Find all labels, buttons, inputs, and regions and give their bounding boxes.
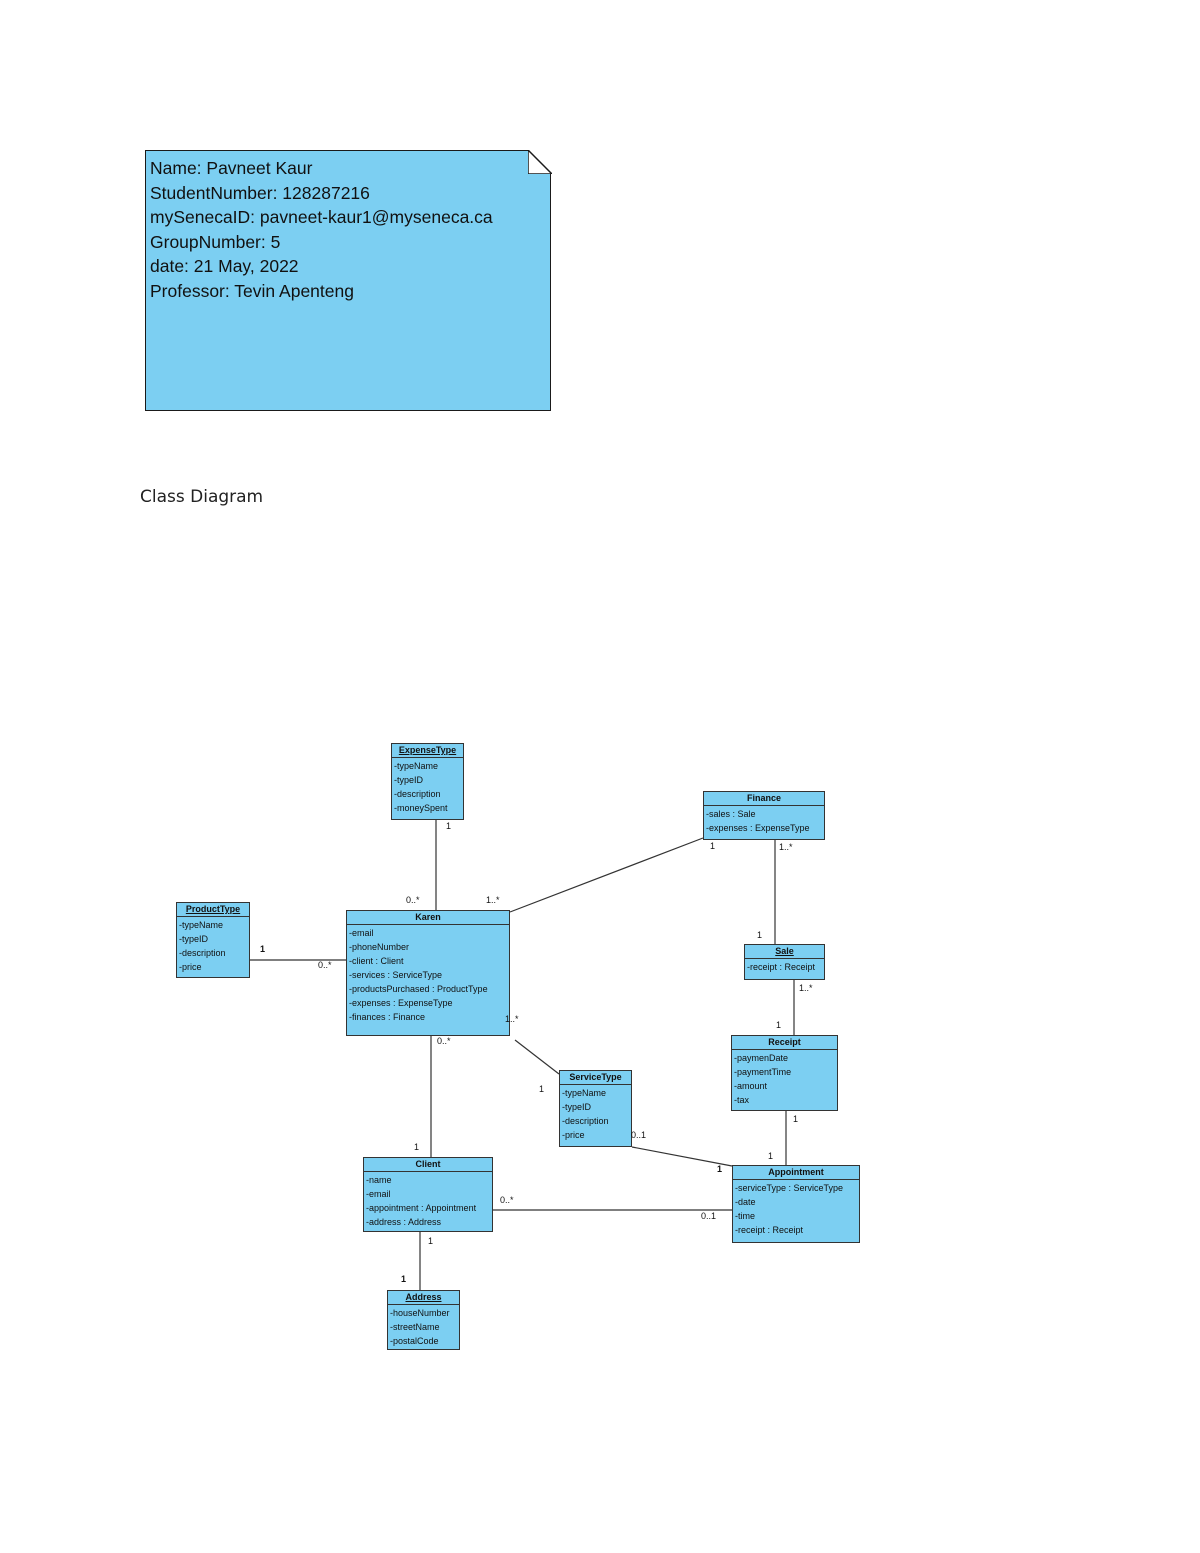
attribute: -tax — [734, 1095, 750, 1105]
multiplicity-label: 1 — [414, 1142, 420, 1152]
class-expense-type[interactable]: ExpenseType -typeName -typeID -descripti… — [391, 743, 464, 820]
class-name: Appointment — [733, 1166, 859, 1180]
multiplicity-label: 1 — [717, 1164, 723, 1174]
class-name: ExpenseType — [392, 744, 463, 758]
multiplicity-label: 1 — [710, 841, 716, 851]
multiplicity-label: 1 — [793, 1114, 799, 1124]
line-karen-service — [514, 1039, 560, 1075]
attribute: -moneySpent — [394, 803, 448, 813]
class-name: ServiceType — [560, 1071, 631, 1085]
page-heading: Class Diagram — [140, 487, 264, 507]
student-info-note — [145, 150, 551, 411]
attribute: -email — [366, 1189, 391, 1199]
multiplicity-label: 0..1 — [701, 1211, 717, 1221]
note-date: date: 21 May, 2022 — [150, 256, 299, 276]
attribute: -typeID — [179, 934, 209, 944]
attribute: -streetName — [390, 1322, 440, 1332]
multiplicity-label: 1 — [776, 1020, 782, 1030]
note-text: Name: Pavneet Kaur StudentNumber: 128287… — [150, 156, 493, 303]
class-name: Finance — [704, 792, 824, 806]
multiplicity-label: 0..* — [500, 1195, 514, 1205]
note-professor: Professor: Tevin Apenteng — [150, 280, 354, 301]
class-name: Client — [364, 1158, 492, 1172]
multiplicity-label: 1..* — [779, 842, 793, 852]
class-receipt[interactable]: Receipt -paymenDate -paymentTime -amount… — [731, 1035, 838, 1111]
class-service-type[interactable]: ServiceType -typeName -typeID -descripti… — [559, 1070, 632, 1147]
class-name: Receipt — [732, 1036, 837, 1050]
multiplicity-label: 1..* — [799, 983, 813, 993]
attribute: -paymentTime — [734, 1067, 792, 1077]
attribute: -typeID — [562, 1102, 592, 1112]
note-seneca-id: mySenecaID: pavneet-kaur1@myseneca.ca — [150, 207, 493, 227]
line-service-appointment — [631, 1146, 733, 1167]
multiplicity-label: 1..* — [505, 1014, 519, 1024]
multiplicity-label: 1 — [446, 821, 452, 831]
attribute: -sales : Sale — [706, 809, 756, 819]
attribute: -description — [179, 948, 226, 958]
attribute: -description — [562, 1116, 609, 1126]
attribute: -serviceType : ServiceType — [735, 1183, 844, 1193]
class-karen[interactable]: Karen -email -phoneNumber -client : Clie… — [346, 910, 510, 1036]
attribute: -description — [394, 789, 441, 799]
attribute: -finances : Finance — [349, 1012, 426, 1022]
attribute: -appointment : Appointment — [366, 1203, 477, 1213]
attribute: -expenses : ExpenseType — [706, 823, 810, 833]
class-name: Karen — [347, 911, 509, 925]
class-client[interactable]: Client -name -email -appointment : Appoi… — [363, 1157, 493, 1232]
multiplicity-label: 0..* — [318, 960, 332, 970]
attribute: -price — [179, 962, 202, 972]
multiplicity-label: 1 — [428, 1236, 434, 1246]
line-karen-finance — [509, 837, 704, 913]
note-group-number: GroupNumber: 5 — [150, 231, 281, 252]
multiplicity-label: 0..* — [437, 1036, 451, 1046]
attribute: -paymenDate — [734, 1053, 789, 1063]
attribute: -services : ServiceType — [349, 970, 443, 980]
attribute: -houseNumber — [390, 1308, 450, 1318]
attribute: -expenses : ExpenseType — [349, 998, 453, 1008]
attribute: -typeName — [179, 920, 224, 930]
class-address[interactable]: Address -houseNumber -streetName -postal… — [387, 1290, 460, 1350]
note-fold-corner — [528, 150, 552, 174]
attribute: -typeName — [394, 761, 439, 771]
attribute: -typeName — [562, 1088, 607, 1098]
attribute: -typeID — [394, 775, 424, 785]
attribute: -price — [562, 1130, 585, 1140]
note-name: Name: Pavneet Kaur — [150, 158, 313, 178]
attribute: -productsPurchased : ProductType — [349, 984, 488, 994]
note-student-number: StudentNumber: 128287216 — [150, 182, 370, 203]
multiplicity-label: 1 — [401, 1274, 407, 1284]
attribute: -postalCode — [390, 1336, 439, 1346]
attribute: -time — [735, 1211, 755, 1221]
multiplicity-label: 1 — [260, 944, 266, 954]
multiplicity-label: 1 — [757, 930, 763, 940]
attribute: -amount — [734, 1081, 768, 1091]
multiplicity-label: 1 — [539, 1084, 545, 1094]
multiplicity-label: 1 — [768, 1151, 774, 1161]
class-appointment[interactable]: Appointment -serviceType : ServiceType -… — [732, 1165, 860, 1243]
attribute: -receipt : Receipt — [735, 1225, 804, 1235]
class-sale[interactable]: Sale -receipt : Receipt — [744, 944, 825, 980]
class-name: ProductType — [177, 903, 249, 917]
attribute: -name — [366, 1175, 392, 1185]
attribute: -email — [349, 928, 374, 938]
attribute: -phoneNumber — [349, 942, 410, 952]
attribute: -date — [735, 1197, 756, 1207]
class-name: Address — [388, 1291, 459, 1305]
multiplicity-label: 0..1 — [631, 1130, 647, 1140]
attribute: -client : Client — [349, 956, 404, 966]
attribute: -address : Address — [366, 1217, 442, 1227]
class-name: Sale — [745, 945, 824, 959]
multiplicity-label: 1..* — [486, 895, 500, 905]
class-finance[interactable]: Finance -sales : Sale -expenses : Expens… — [703, 791, 825, 840]
multiplicity-label: 0..* — [406, 895, 420, 905]
class-product-type[interactable]: ProductType -typeName -typeID -descripti… — [176, 902, 250, 978]
attribute: -receipt : Receipt — [747, 962, 816, 972]
